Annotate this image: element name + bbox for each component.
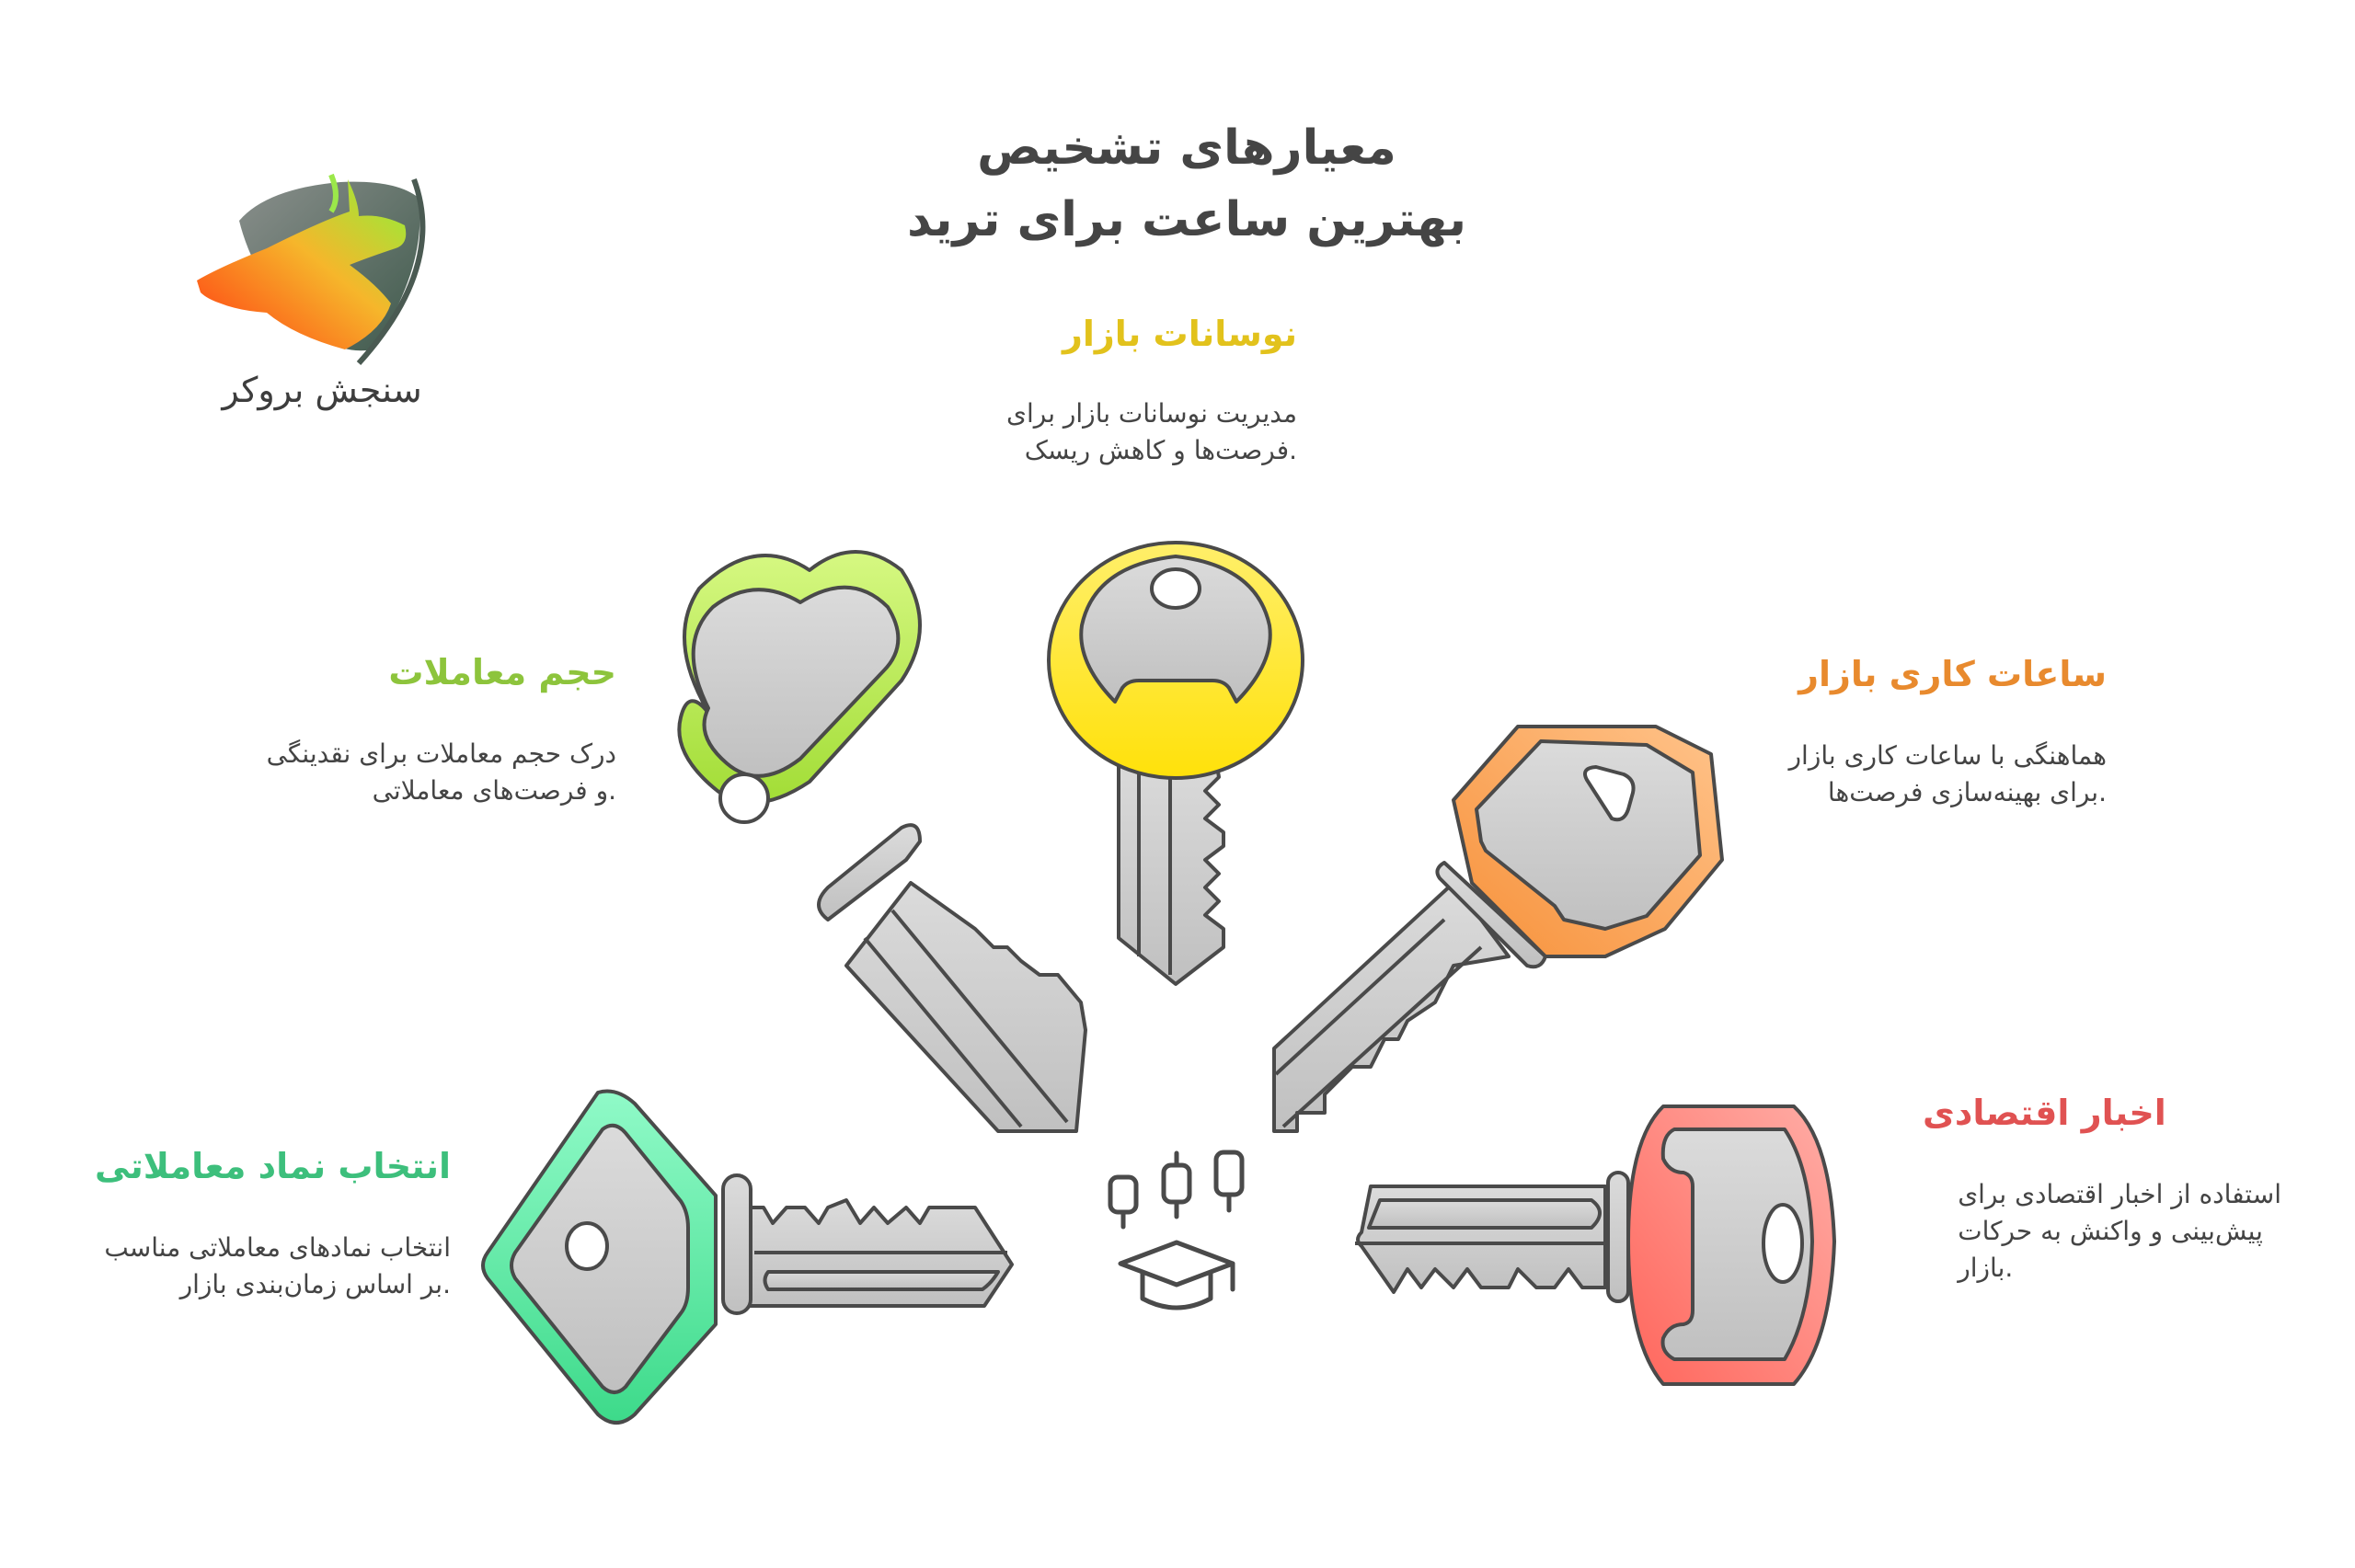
brand-logo: [184, 156, 460, 423]
rounded-rect-head-key-red: [1355, 1104, 1836, 1386]
criterion-volatility: نوسانات بازار مدیریت نوسانات بازار برای …: [948, 311, 1297, 469]
title-line-2: بهترین ساعت برای ترید: [906, 192, 1467, 247]
criterion-heading: اخبار اقتصادی: [1923, 1093, 2166, 1133]
criterion-heading: حجم معاملات: [388, 652, 616, 692]
criterion-description: مدیریت نوسانات بازار برای .فرصت‌ها و کاه…: [1006, 398, 1297, 465]
criterion-economic-news: اخبار اقتصادی استفاده از اخبار اقتصادی ب…: [1913, 1090, 2281, 1287]
criterion-heading: نوسانات بازار: [1063, 314, 1297, 354]
criterion-description: درک حجم معاملات برای نقدینگی .و فرصت‌های…: [266, 738, 616, 806]
criterion-volume: حجم معاملات درک حجم معاملات برای نقدینگی…: [221, 649, 616, 809]
criterion-heading: ساعات کاری بازار: [1798, 654, 2107, 694]
bull-bear-shield-logo-icon: [197, 173, 426, 366]
page-title: معیارهای تشخیص بهترین ساعت برای ترید: [810, 112, 1564, 256]
criterion-description: انتخاب نمادهای معاملاتی مناسب .بر اساس ز…: [104, 1232, 451, 1299]
criterion-description: هماهنگی با ساعات کاری بازار .برای بهینه‌…: [1788, 740, 2107, 807]
title-line-1: معیارهای تشخیص: [977, 120, 1396, 176]
candlestick-graduation-cap-icon: [1095, 1140, 1279, 1324]
diamond-head-key-teal: [481, 1089, 1014, 1425]
criterion-heading: انتخاب نماد معاملاتی: [95, 1146, 451, 1186]
round-head-key-yellow: [1047, 541, 1304, 986]
hexagon-head-key-orange: [1272, 725, 1724, 1133]
logo-text: سنجش بروکر: [222, 370, 422, 410]
criterion-description: استفاده از اخبار اقتصادی برای پیش‌بینی و…: [1958, 1179, 2281, 1283]
clover-head-key-green: [677, 550, 1087, 1133]
criterion-market-hours: ساعات کاری بازار هماهنگی با ساعات کاری ب…: [1739, 651, 2107, 811]
criterion-symbol-selection: انتخاب نماد معاملاتی انتخاب نمادهای معام…: [74, 1143, 451, 1303]
